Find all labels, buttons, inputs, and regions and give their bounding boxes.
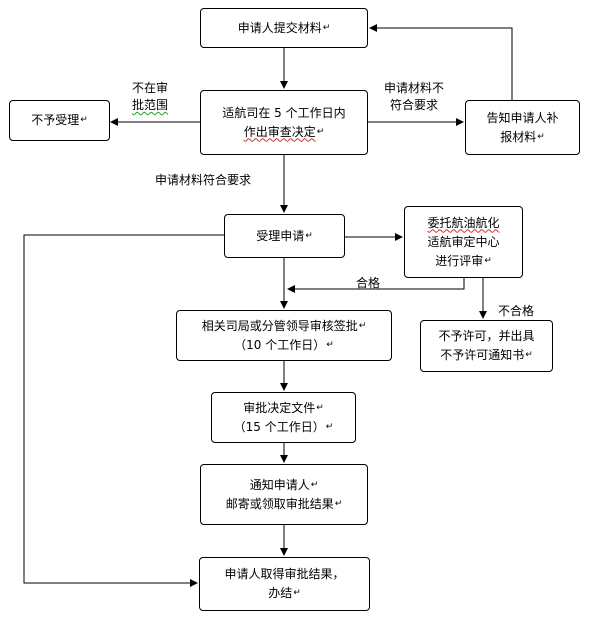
step-sign-approve: 相关司局或分管领导审核签批↵ （10 个工作日）↵ bbox=[176, 310, 392, 361]
label-out-of-scope: 不在审 批范围 bbox=[131, 81, 168, 112]
step-review-decision: 适航司在 5 个工作日内 作出审查决定↵ bbox=[200, 90, 368, 155]
step-accept: 受理申请↵ bbox=[224, 214, 345, 258]
step-notify-line1: 告知申请人补 bbox=[486, 110, 559, 125]
step-entrust-line1: 委托航油航化 bbox=[427, 215, 500, 230]
step-final-result: 申请人取得审批结果， 办结↵ bbox=[199, 557, 370, 611]
step-submit-materials: 申请人提交材料↵ bbox=[200, 8, 368, 48]
step-inform-line1: 通知申请人 bbox=[249, 477, 310, 492]
step-final-line1: 申请人取得审批结果， bbox=[224, 567, 345, 581]
step-reject: 不予受理↵ bbox=[9, 100, 110, 141]
step-entrust-review: 委托航油航化 适航审定中心 进行评审↵ bbox=[404, 206, 523, 278]
step-reject-text: 不予受理 bbox=[31, 113, 80, 127]
label-pass: 合格 bbox=[356, 276, 381, 290]
step-accept-text: 受理申请 bbox=[256, 228, 305, 243]
step-entrust-line2: 适航审定中心 bbox=[427, 234, 500, 249]
step-doc-line2: （15 个工作日） bbox=[233, 419, 325, 434]
step-inform-line2: 邮寄或领取审批结果 bbox=[225, 496, 334, 511]
step-final-line2: 办结 bbox=[268, 586, 293, 600]
step-review-line1: 适航司在 5 个工作日内 bbox=[222, 105, 346, 120]
step-notify-supplement: 告知申请人补 报材料↵ bbox=[465, 100, 580, 155]
arrow-notify-to-submit bbox=[369, 24, 513, 100]
label-fail: 不合格 bbox=[498, 304, 535, 318]
step-denial-notice: 不予许可，并出具 不予许可通知书↵ bbox=[420, 320, 553, 372]
step-decision-document: 审批决定文件↵ （15 个工作日）↵ bbox=[211, 392, 356, 443]
step-submit-text: 申请人提交材料 bbox=[237, 20, 322, 35]
step-denial-line1: 不予许可，并出具 bbox=[438, 329, 535, 343]
step-sign-line1: 相关司局或分管领导审核签批 bbox=[201, 318, 358, 333]
step-entrust-line3: 进行评审 bbox=[435, 253, 484, 268]
arrow-entrust-pass bbox=[287, 278, 465, 293]
label-materials-compliant: 申请材料符合要求 bbox=[155, 173, 252, 187]
step-denial-line2: 不予许可通知书 bbox=[440, 348, 525, 362]
step-inform-applicant: 通知申请人↵ 邮寄或领取审批结果↵ bbox=[200, 464, 368, 525]
step-review-line2: 作出审查决定 bbox=[243, 124, 316, 139]
arrow-accept-to-final-bypass bbox=[23, 234, 224, 587]
step-sign-line2: （10 个工作日） bbox=[234, 337, 326, 352]
step-doc-line1: 审批决定文件 bbox=[243, 400, 316, 415]
label-incomplete-materials: 申请材料不 符合要求 bbox=[383, 81, 444, 112]
step-notify-line2: 报材料 bbox=[500, 129, 537, 144]
